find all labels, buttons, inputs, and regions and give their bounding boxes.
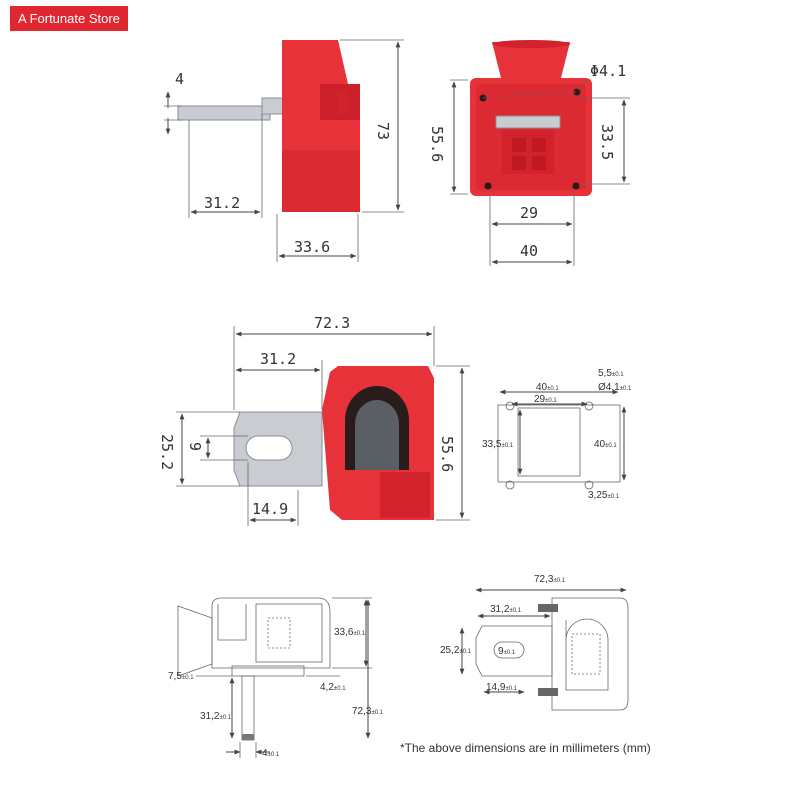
dim-slot-offset: 14.9 (252, 500, 288, 518)
dim-terminal-length-2: 31.2 (260, 350, 296, 368)
side-lip: 7,5±0.1 (168, 671, 194, 682)
dim-terminal-thickness: 4 (175, 70, 184, 88)
top-total: 72,3±0.1 (534, 574, 566, 585)
dim-slot-width: 9 (186, 442, 204, 451)
tpl-edge-offset: 5,5±0.1 (598, 368, 624, 379)
tpl-hole-dia: Ø4,1±0.1 (598, 382, 632, 393)
front-view-dimensions: Φ4.1 55.6 33.5 29 40 (428, 62, 630, 266)
top-width: 25,2±0.1 (440, 645, 472, 656)
dim-hole-spacing-vertical: 33.5 (598, 124, 616, 160)
dim-height: 73 (374, 122, 392, 140)
dim-terminal-width: 25.2 (158, 434, 176, 470)
top-slot-offset: 14,9±0.1 (486, 682, 518, 693)
side-depth: 33,6±0.1 (334, 627, 366, 638)
top-slot: 9±0.1 (498, 646, 516, 657)
tpl-width: 40±0.1 (536, 382, 559, 393)
drilling-template: 40±0.1 29±0.1 5,5±0.1 Ø4,1±0.1 33,5±0.1 … (482, 368, 632, 501)
top-line-drawing: 72,3±0.1 31,2±0.1 25,2±0.1 9±0.1 14,9±0.… (440, 574, 629, 711)
dim-body-depth: 33.6 (294, 238, 330, 256)
side-body (282, 40, 360, 212)
top-view-photo (233, 366, 434, 520)
units-note: *The above dimensions are in millimeters… (400, 741, 651, 755)
top-view-dimensions: 72.3 31.2 25.2 9 14.9 55.6 (158, 314, 470, 526)
store-badge: A Fortunate Store (10, 6, 128, 31)
side-total: 72,3±0.1 (352, 706, 384, 717)
mount-hole (573, 88, 581, 96)
side-offset: 4,2±0.1 (320, 682, 346, 693)
mount-hole (484, 182, 492, 190)
mount-hole (572, 182, 580, 190)
side-view-dimensions: 4 31.2 33.6 73 (164, 39, 404, 262)
dim-body-height: 55.6 (438, 436, 456, 472)
tpl-height-right: 40±0.1 (594, 439, 617, 450)
dim-terminal-length: 31.2 (204, 194, 240, 212)
dim-overall-length: 72.3 (314, 314, 350, 332)
side-thickness: 4±0.1 (262, 748, 280, 759)
side-view-photo (177, 40, 360, 212)
tpl-edge-bottom: 3,25±0.1 (588, 490, 620, 501)
dim-flange-width: 40 (520, 242, 538, 260)
dim-hole-diameter: Φ4.1 (590, 62, 626, 80)
dim-hole-spacing-horizontal: 29 (520, 204, 538, 222)
front-view-photo (470, 40, 592, 196)
dim-flange-height: 55.6 (428, 126, 446, 162)
side-line-drawing: 33,6±0.1 7,5±0.1 4,2±0.1 31,2±0.1 72,3±0… (168, 597, 384, 759)
tpl-hole-spacing: 29±0.1 (534, 394, 557, 405)
top-terminal: 31,2±0.1 (490, 604, 522, 615)
side-terminal: 31,2±0.1 (200, 711, 232, 722)
tpl-height-left: 33,5±0.1 (482, 439, 514, 450)
terminal-blade (177, 105, 271, 121)
